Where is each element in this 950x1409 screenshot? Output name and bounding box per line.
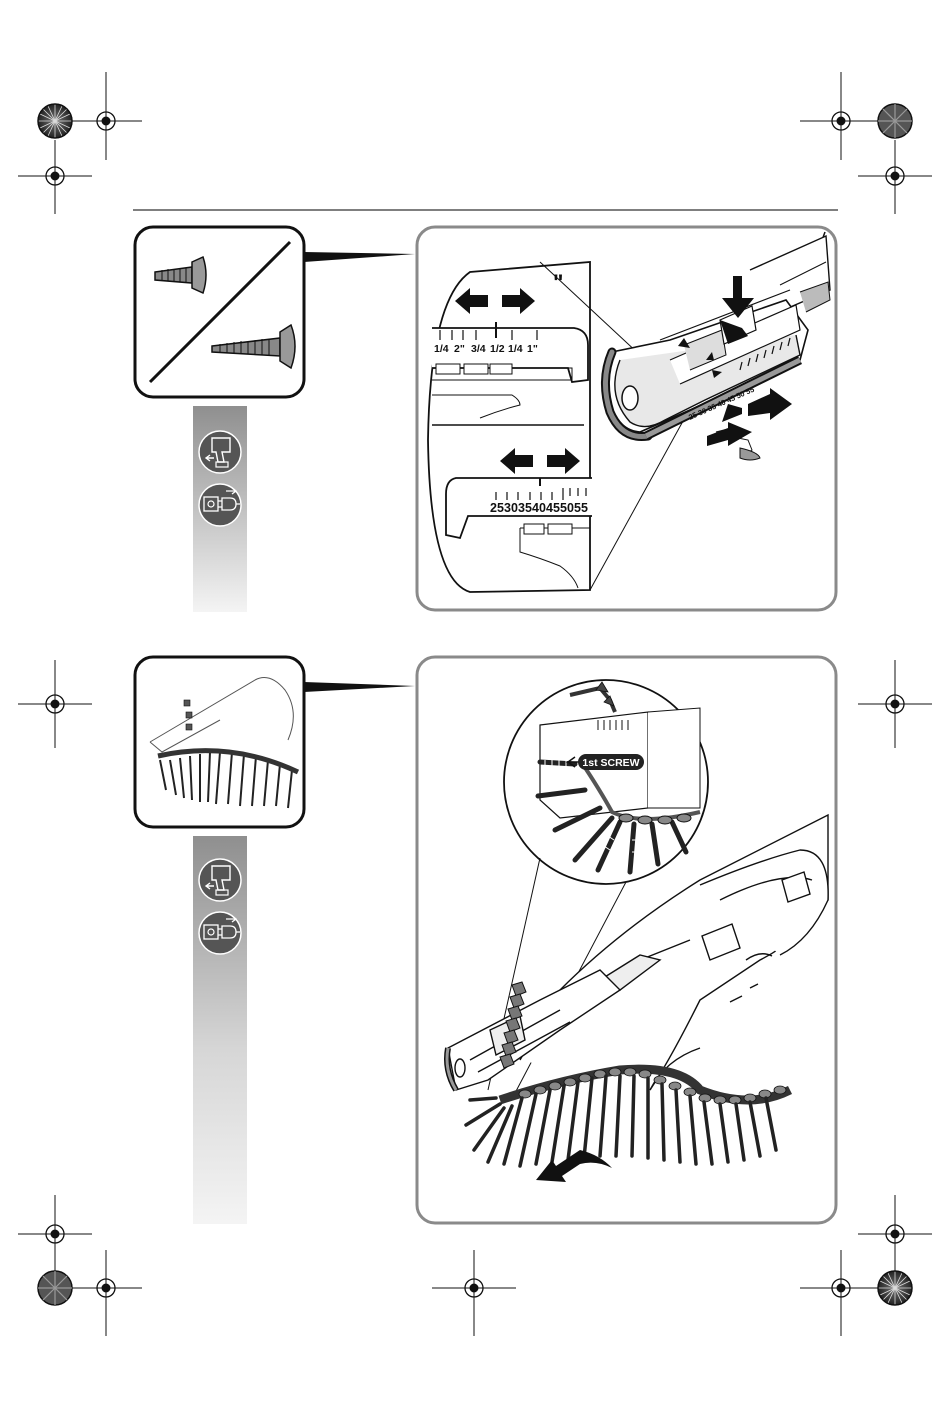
crosshair-mark-bl-bottom <box>70 1250 142 1336</box>
mm-tick-label: 55 <box>574 501 588 515</box>
crosshair-mark-tr-top <box>800 72 880 160</box>
starburst-mark-br <box>878 1271 912 1305</box>
mm-tick-label: 45 <box>546 501 560 515</box>
mm-scale-labels: 25 30 35 40 45 50 55 <box>490 501 588 515</box>
starburst-mark-tr <box>878 104 912 138</box>
fig1-thumbnail <box>135 227 415 397</box>
fig2-unplug-icon <box>199 912 241 954</box>
fig1-unplug-icon <box>199 484 241 526</box>
starburst-mark-tl <box>38 104 72 138</box>
fig2-thumbnail <box>135 657 415 827</box>
crosshair-mark-bottom-center <box>432 1250 516 1336</box>
crosshair-mark-bl-left <box>18 1195 92 1272</box>
inch-tick-label: 1/4 <box>434 343 449 355</box>
starburst-mark-bl <box>38 1271 72 1305</box>
crosshair-mark-mid-left <box>18 660 92 748</box>
mm-tick-label: 25 <box>490 501 504 515</box>
inch-tick-label: 1/4 <box>508 343 523 355</box>
inch-tick-label: 1/2 <box>490 343 505 355</box>
mm-tick-label: 35 <box>518 501 532 515</box>
first-screw-label: 1st SCREW <box>582 757 639 769</box>
fig2-battery-removal-icon <box>199 859 241 901</box>
mm-tick-label: 50 <box>560 501 574 515</box>
fig1-battery-removal-icon <box>199 431 241 473</box>
crosshair-mark-mid-right <box>858 660 932 748</box>
crosshair-mark-tr-right <box>858 140 932 214</box>
inch-tick-label: 3/4 <box>471 343 486 355</box>
mm-tick-label: 30 <box>504 501 518 515</box>
crosshair-mark-tl-top <box>70 72 142 160</box>
crosshair-mark-br-right <box>858 1195 932 1272</box>
crosshair-mark-tl-left <box>18 140 92 214</box>
inch-tick-label: 1" <box>527 343 538 355</box>
mm-tick-label: 40 <box>532 501 546 515</box>
inch-unit-mark: " <box>553 270 563 295</box>
inch-tick-label: 2" <box>454 343 465 355</box>
crosshair-mark-br-bottom <box>800 1250 880 1336</box>
